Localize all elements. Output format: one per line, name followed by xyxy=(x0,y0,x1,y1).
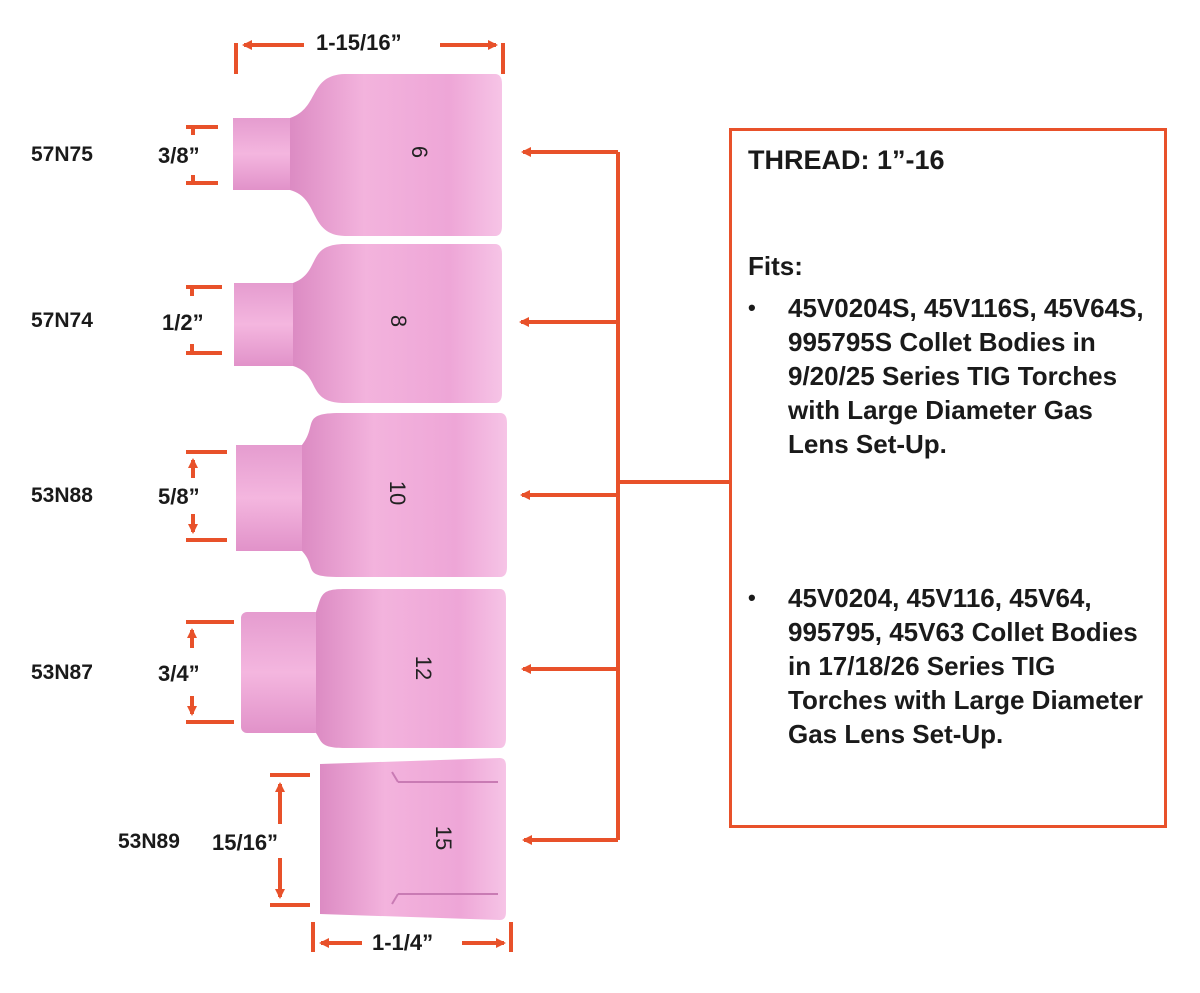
size-label-3-8: 3/8” xyxy=(158,143,200,168)
thread-spec: THREAD: 1”-16 xyxy=(748,145,945,175)
part-label-53n89: 53N89 xyxy=(118,830,180,853)
fits-label: Fits: xyxy=(748,251,803,281)
gas-cup-8 xyxy=(234,244,502,403)
gas-cup-6 xyxy=(233,74,502,236)
part-label-53n88: 53N88 xyxy=(31,484,93,507)
part-label-57n75: 57N75 xyxy=(31,143,93,166)
size-label-15-16: 15/16” xyxy=(212,830,279,855)
gas-cup-10 xyxy=(236,413,507,577)
cup-number-15: 15 xyxy=(431,826,456,850)
cup-number-8: 8 xyxy=(386,315,411,327)
fit-item-2-text: 45V0204, 45V116, 45V64, 995795, 45V63 Co… xyxy=(788,583,1143,749)
part-label-57n74: 57N74 xyxy=(31,309,93,332)
fit-item-1: • 45V0204S, 45V116S, 45V64S, 995795S Col… xyxy=(748,291,1160,461)
gas-cup-15 xyxy=(320,758,506,920)
part-label-53n87: 53N87 xyxy=(31,661,93,684)
top-width-label: 1-15/16” xyxy=(316,30,402,55)
cup-number-10: 10 xyxy=(385,481,410,505)
size-label-3-4: 3/4” xyxy=(158,661,200,686)
bottom-width-label: 1-1/4” xyxy=(372,930,434,955)
bullet-icon: • xyxy=(748,585,756,610)
bullet-icon: • xyxy=(748,295,756,320)
info-box: THREAD: 1”-16 Fits: • 45V0204S, 45V116S,… xyxy=(729,128,1167,828)
cup-number-6: 6 xyxy=(407,146,432,158)
size-label-1-2: 1/2” xyxy=(162,310,204,335)
size-label-5-8: 5/8” xyxy=(158,484,200,509)
fit-item-1-text: 45V0204S, 45V116S, 45V64S, 995795S Colle… xyxy=(788,293,1144,459)
gas-cup-12 xyxy=(241,589,506,748)
cup-number-12: 12 xyxy=(411,656,436,680)
fit-item-2: • 45V0204, 45V116, 45V64, 995795, 45V63 … xyxy=(748,581,1160,751)
